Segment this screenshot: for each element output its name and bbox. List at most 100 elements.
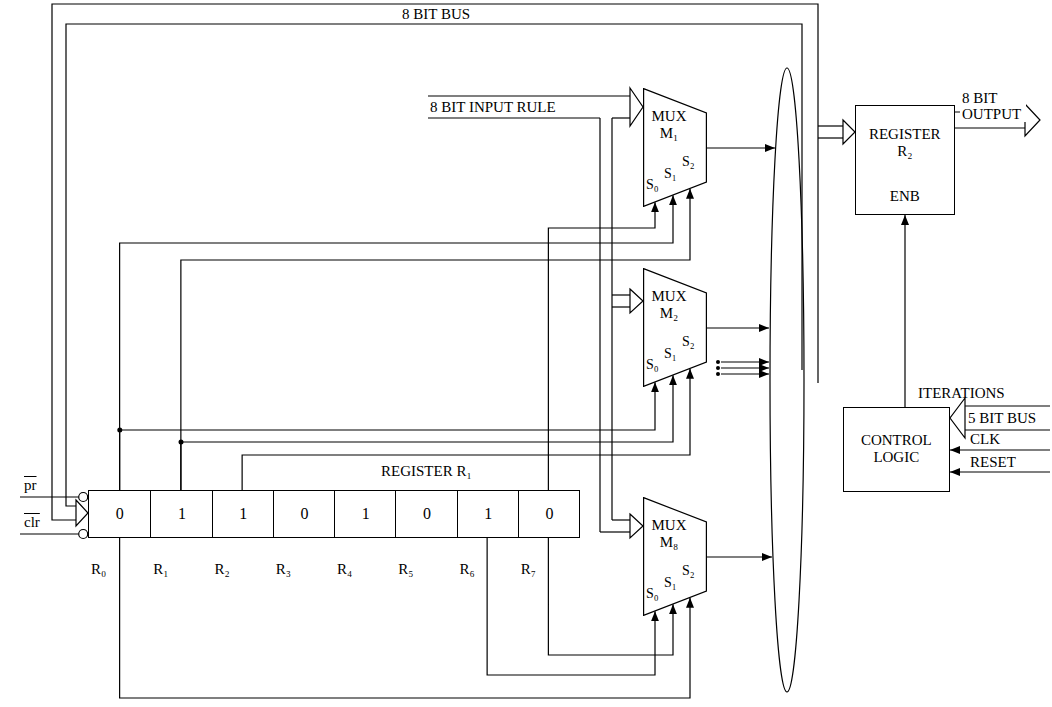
pin-label: R₄ [337, 561, 352, 578]
node-text: 1 [213, 491, 274, 537]
input-rule-bus [630, 88, 643, 126]
feedback-bus [52, 4, 818, 520]
control-inputs [950, 398, 965, 438]
control-inputs [965, 405, 1050, 406]
control-inputs [950, 398, 1050, 472]
node-text: MUX M₁ [649, 108, 689, 142]
node-text: REGISTER R₂ [862, 126, 948, 160]
input-rule-bus [428, 117, 600, 118]
feedback-bus [66, 24, 802, 506]
select-wire [242, 369, 690, 491]
pin-label: S₀ [646, 585, 659, 602]
input-rule-bus [612, 306, 630, 307]
register-cell: 0R₇ [518, 491, 579, 537]
pin-label: S₂ [682, 153, 695, 170]
node-text: 1 [458, 491, 519, 537]
input-rule-bus [612, 294, 630, 295]
node-text: MUX M₈ [649, 517, 689, 551]
mux-output-wire [721, 373, 769, 374]
preset-clear-inputs [20, 496, 79, 497]
register-cell: 0R₀ [89, 491, 150, 537]
input-rule-bus [612, 117, 630, 118]
mux-symbol: MUX M₂S₀S₁S₂ [643, 268, 707, 387]
node-text: 1 [151, 491, 212, 537]
pin-label: R₀ [91, 561, 106, 578]
register-cell: 0R₅ [395, 491, 456, 537]
pin-label: S₁ [664, 165, 677, 182]
input-rule-bus [599, 118, 600, 532]
mux-output-wire [707, 147, 775, 148]
signal-name: clr [24, 514, 40, 530]
register-box: REGISTER R₁0R₀1R₁1R₂0R₃1R₄0R₅1R₆0R₇ [88, 490, 580, 538]
bus-collector [770, 68, 804, 692]
output-bus [1025, 104, 1040, 136]
register-cell: 1R₂ [212, 491, 273, 537]
node-text: REGISTER R₁ [381, 463, 472, 480]
pin-label: R₇ [521, 561, 536, 578]
select-wire [181, 375, 673, 491]
select-wire [120, 195, 673, 491]
pin-label: S₀ [646, 356, 659, 373]
register-cell: 0R₃ [273, 491, 334, 537]
mux-output-wire [721, 367, 769, 368]
input-rule-bus [611, 118, 612, 520]
node-text: 0 [274, 491, 335, 537]
register-cell: 1R₁ [150, 491, 211, 537]
node-text: 1 [335, 491, 396, 537]
mux-output-wire [707, 327, 769, 328]
control-inputs [965, 429, 1050, 430]
preset-clear-inputs [79, 493, 88, 502]
input-rule-bus [630, 289, 643, 313]
select-wire [548, 202, 655, 491]
bus-label: 8 BIT BUS [400, 6, 472, 22]
mux-output-wire [707, 556, 772, 557]
bus-collector [770, 68, 804, 692]
ellipsis-dot [716, 372, 720, 376]
register-box: REGISTER R₂ ENB [855, 105, 955, 215]
control-inputs [950, 471, 1050, 472]
feedback-bus [76, 500, 88, 526]
pin-label: S₂ [682, 562, 695, 579]
select-wire [120, 537, 690, 698]
select-wire [904, 215, 905, 407]
node-text: 0 [519, 491, 580, 537]
ellipsis-dot [716, 360, 720, 376]
input-rule-bus [612, 519, 630, 520]
select-wire [181, 189, 690, 491]
pin-label: ENB [890, 188, 920, 205]
pin-label: R₂ [215, 561, 230, 578]
signal-name: RESET [970, 454, 1016, 470]
output-bus [955, 127, 1025, 128]
ellipsis-dot [716, 366, 720, 370]
pin-label: S₂ [682, 333, 695, 350]
bus-label: ITERATIONS [918, 385, 1005, 401]
register-cell: 1R₆ [457, 491, 518, 537]
feedback-bus [818, 125, 843, 126]
pin-label: R₆ [460, 561, 475, 578]
mux-output-wire [707, 148, 775, 557]
ellipsis-dot [716, 360, 720, 364]
pin-label: S₀ [646, 176, 659, 193]
preset-clear-inputs [20, 493, 88, 539]
select-wire [487, 537, 655, 675]
register-cell: 1R₄ [334, 491, 395, 537]
select-wire [120, 382, 655, 491]
bus-label: 8 BIT OUTPUT [960, 90, 1026, 122]
pin-label: R₁ [153, 561, 168, 578]
preset-clear-inputs [20, 533, 79, 534]
node-text: MUX M₂ [649, 288, 689, 322]
preset-clear-inputs [79, 530, 88, 539]
mux-outline [644, 89, 707, 207]
pin-label: S₁ [664, 574, 677, 591]
input-rule-bus [600, 531, 630, 532]
pin-label: R₃ [276, 561, 291, 578]
mux-outline [644, 269, 707, 387]
control-inputs [950, 449, 1050, 450]
control-box: CONTROL LOGIC [843, 407, 950, 492]
bus-label: 5 BIT BUS [968, 410, 1036, 426]
mux-symbol: MUX M₁ S₀ S₁ S₂ [643, 88, 707, 207]
feedback-bus [52, 4, 855, 526]
mux-outline [644, 498, 707, 616]
input-rule-bus [630, 514, 643, 538]
